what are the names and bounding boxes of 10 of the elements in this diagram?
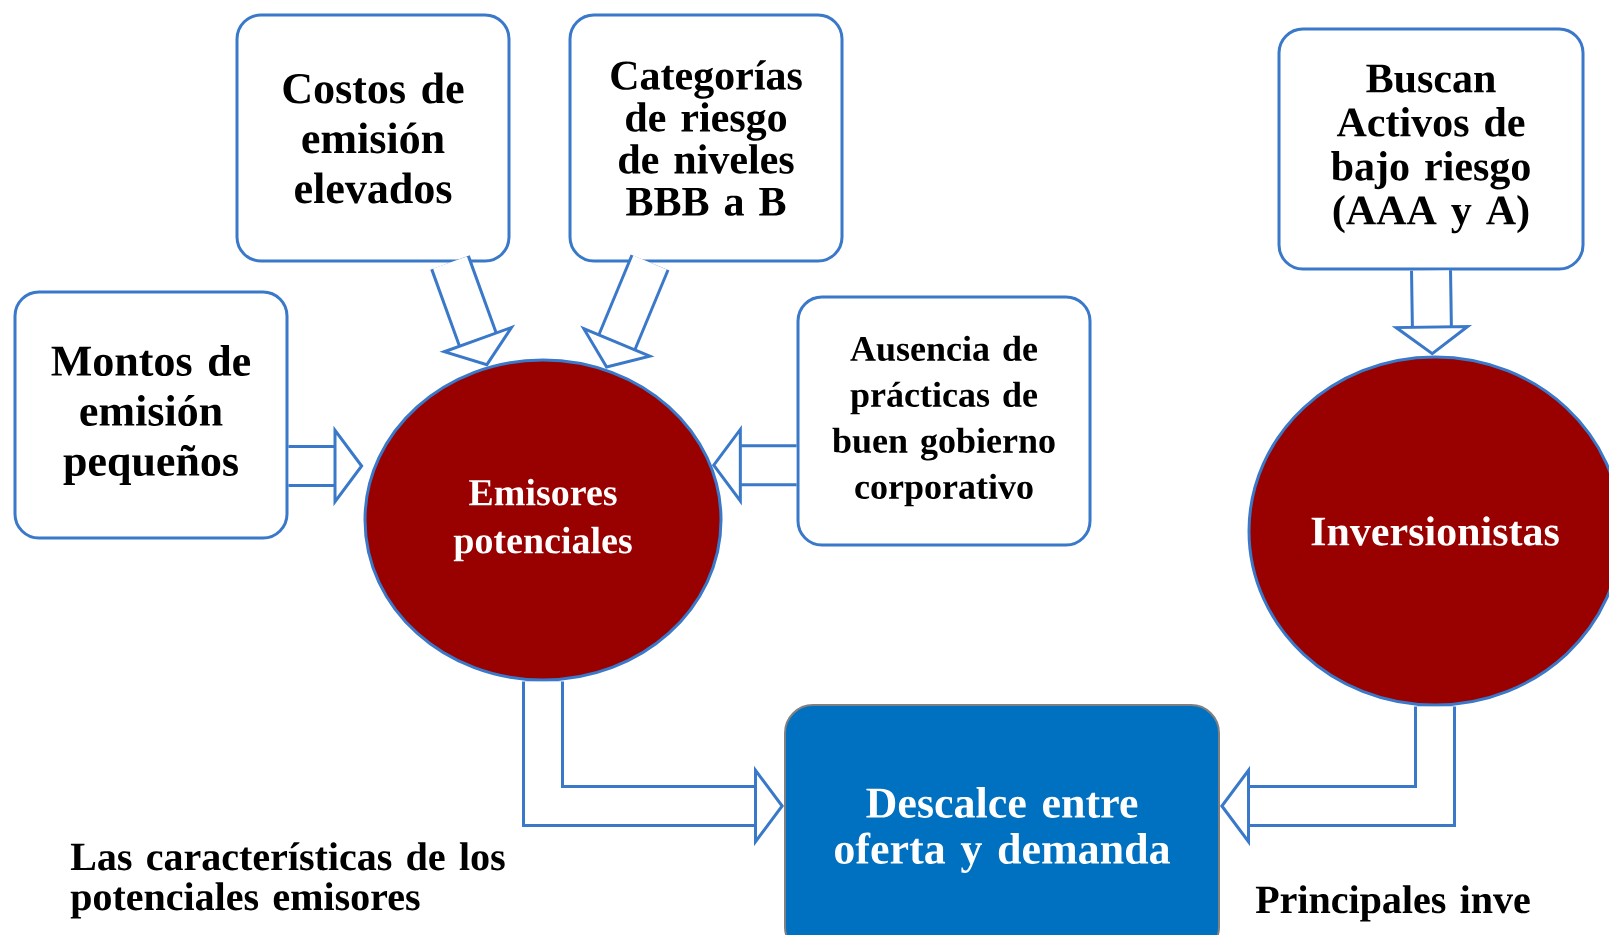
text-box: Montos de emisión pequeños: [13, 290, 289, 540]
text-box: Buscan Activos de bajo riesgo (AAA y A): [1277, 27, 1585, 271]
caption-text: Principales inve: [1255, 885, 1530, 922]
result-box: Descalce entre oferta y demanda: [784, 704, 1220, 935]
block-arrow: [430, 255, 516, 367]
caption-text: Las características de los potenciales emisores: [70, 842, 505, 919]
block-arrow: [1220, 706, 1456, 847]
text-box: Categorías de riesgo de niveles BBB a B: [568, 13, 844, 263]
text-box: Costos de emisión elevados: [235, 13, 511, 263]
text-box: Ausencia de prácticas de buen gobierno corporativo: [796, 295, 1092, 547]
